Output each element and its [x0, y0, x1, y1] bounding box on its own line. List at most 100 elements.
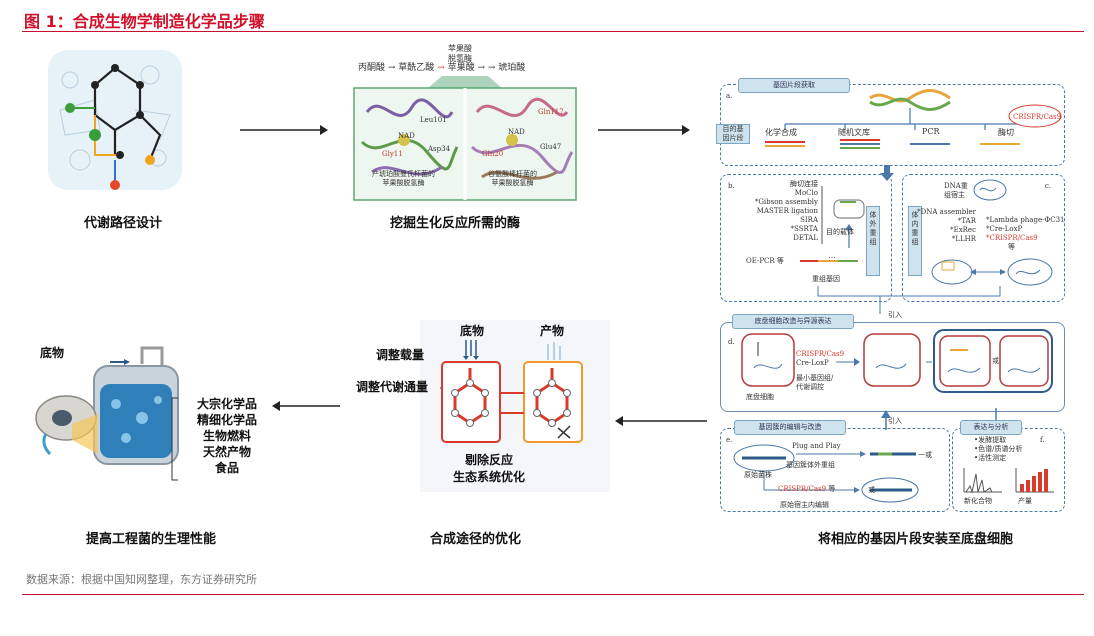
in-vivo-method: *TAR	[957, 217, 976, 225]
arrow-up-from-e	[881, 410, 891, 430]
enzyme-caption-left: 产琥珀酸曼氏杆菌的 苹果酸脱氢酶	[372, 170, 435, 187]
caption-step2: 挖掘生化反应所需的酶	[390, 216, 521, 231]
assembly-method: MASTER ligation	[756, 207, 818, 215]
tool-cre-loxp-d: Cre-LoxP	[796, 359, 829, 367]
figure-title: 图 1：合成生物学制造化学品步骤	[24, 12, 265, 31]
metabolite-pyruvate: 丙酮酸	[358, 63, 386, 73]
in-vivo-method: *ExRec	[950, 226, 976, 234]
product-item: 生物燃料	[202, 429, 251, 443]
product-item: 食品	[214, 461, 239, 475]
pathway-design-illustration	[48, 50, 182, 190]
chassis-cells-illustration	[741, 329, 1053, 393]
caption-step3: 将相应的基因片段安装至底盘细胞	[818, 532, 1014, 547]
caption-step4: 合成途径的优化	[430, 532, 522, 547]
arrow-left-4	[272, 401, 340, 411]
host-cell-icon	[973, 179, 1007, 201]
panel-d	[720, 322, 1065, 412]
yield-label: 产量	[1018, 497, 1032, 505]
substrate-label-fermenter: 底物	[40, 346, 65, 360]
top-rule	[22, 31, 1084, 32]
tune-load-label: 调整载量	[376, 348, 425, 362]
assembly-methods-list: 酶切连接 MoClo *Gibson assembly MASTER ligat…	[748, 180, 818, 243]
bottom-rule	[22, 594, 1084, 595]
caption-step5: 提高工程菌的生理性能	[86, 532, 217, 547]
target-vector-label: 目的载体	[826, 228, 854, 236]
arrow-left-3	[615, 416, 707, 426]
residue-glu47: Glu47	[540, 143, 562, 151]
assembly-method: 酶切连接	[790, 180, 818, 188]
bioreactor-illustration	[35, 346, 179, 465]
panel-d-label: d.	[728, 338, 735, 346]
residue-nad-left: NAD	[398, 132, 415, 140]
new-compound-label: 新化合物	[964, 497, 992, 505]
crispr-label-e: CRISPR/Cas9	[778, 485, 827, 493]
target-gene: 目的基 因片段	[716, 124, 750, 144]
panel-a-title: 基因片段获取	[738, 78, 850, 93]
residue-gly11: Gly11	[382, 150, 403, 158]
arrow-right-2	[598, 125, 690, 135]
assembly-method: SIRA	[800, 216, 818, 224]
panel-b-label: b.	[728, 182, 735, 190]
crispr-suffix-e: 等	[828, 485, 836, 493]
panel-a-label: a.	[726, 92, 733, 100]
in-vivo-method: *Cre-LoxP	[986, 225, 1023, 233]
in-vivo-method: *Lambda phage-ΦC31	[986, 216, 1065, 224]
chassis-cell-label: 底盘细胞	[746, 393, 774, 401]
assembly-method: MoClo	[794, 189, 818, 197]
panel-d-title: 底盘细胞改造与异源表达	[732, 314, 854, 329]
method-random-library: 随机文库	[838, 128, 870, 137]
panel-e-label: e.	[726, 436, 733, 444]
analysis-item: •色谱/质谱分析	[974, 445, 1023, 453]
tool-crispr-d: CRISPR/Cas9	[796, 350, 845, 358]
arrow-right-1	[240, 125, 328, 135]
substrate-label-opt: 底物	[460, 324, 485, 338]
or-label-d: 或	[992, 357, 999, 365]
products-bracket	[171, 397, 178, 481]
recombinant-gene-illustration: …	[800, 252, 858, 262]
panel-f-label: f.	[1040, 436, 1045, 444]
or-label-e1: 一或	[918, 451, 932, 459]
assembly-method: *Gibson assembly	[754, 198, 818, 206]
residue-nad-right: NAD	[508, 128, 525, 136]
analysis-item: •发酵提取	[974, 436, 1007, 444]
metabolite-oxaloacetate: 草酰乙酸	[398, 63, 435, 73]
intro-label-e: 引入	[888, 417, 902, 425]
residue-gln20: Gln20	[482, 150, 504, 158]
plug-and-play-label: Plug and Play	[792, 442, 841, 450]
method-chemical: 化学合成	[765, 128, 797, 137]
gene-acquisition-illustration	[765, 89, 1062, 149]
ecosystem-label: 生态系统优化	[453, 470, 526, 484]
product-item: 天然产物	[202, 445, 251, 459]
pathway-line: 丙酮酸 → 草酰乙酸 → 苹果酸 → → 琥珀酸	[358, 63, 526, 73]
caption-step1: 代谢路径设计	[84, 216, 163, 231]
panel-f-title: 表达与分析	[960, 420, 1022, 435]
tune-flux-label: 调整代谢通量	[356, 380, 429, 394]
in-vivo-method: 等	[1008, 243, 1015, 251]
in-vivo-method: *LLHR	[951, 235, 976, 243]
method-digestion: 酶切	[998, 128, 1014, 137]
minimal-genome-note: 最小基因组/ 代谢调控	[796, 374, 834, 391]
residue-asp34: Asp34	[428, 145, 451, 153]
in-vivo-methods-right: *Lambda phage-ΦC31 *Cre-LoxP *CRISPR/Cas…	[986, 216, 1064, 252]
pathway-optimization-illustration	[440, 340, 583, 443]
method-pcr: PCR	[922, 127, 940, 136]
in-vivo-method: *DNA assembler	[917, 208, 976, 216]
analysis-item: •活性测定	[974, 454, 1007, 462]
recombinant-gene-label: 重组基因	[812, 275, 840, 283]
original-strain-label: 原始菌株	[744, 471, 772, 479]
in-vivo-method: *CRISPR/Cas9	[986, 234, 1038, 242]
residue-gln117: Gln117	[538, 108, 564, 116]
panel-c	[902, 174, 1065, 302]
remove-reactions-label: 剔除反应	[465, 453, 514, 467]
panel-e-title: 基因簇的编辑与改造	[734, 420, 846, 435]
in-vivo-cells-illustration	[931, 258, 1053, 286]
in-vitro-recombination: 体 外 重 组	[866, 206, 880, 276]
host-edit-label: 原始宿主内编辑	[780, 501, 829, 509]
product-list: 大宗化学品 精细化学品 生物燃料 天然产物 食品	[188, 396, 266, 476]
metabolite-succinate: 琥珀酸	[498, 63, 526, 73]
assembly-method: *SSRTA	[790, 225, 818, 233]
in-vivo-methods-left: *DNA assembler *TAR *ExRec *LLHR	[912, 208, 976, 244]
analysis-items: •发酵提取 •色谱/质谱分析 •活性测定	[974, 436, 1023, 463]
product-label-opt: 产物	[540, 324, 565, 338]
crispr-edit-e: CRISPR/Cas9 等	[778, 484, 835, 494]
